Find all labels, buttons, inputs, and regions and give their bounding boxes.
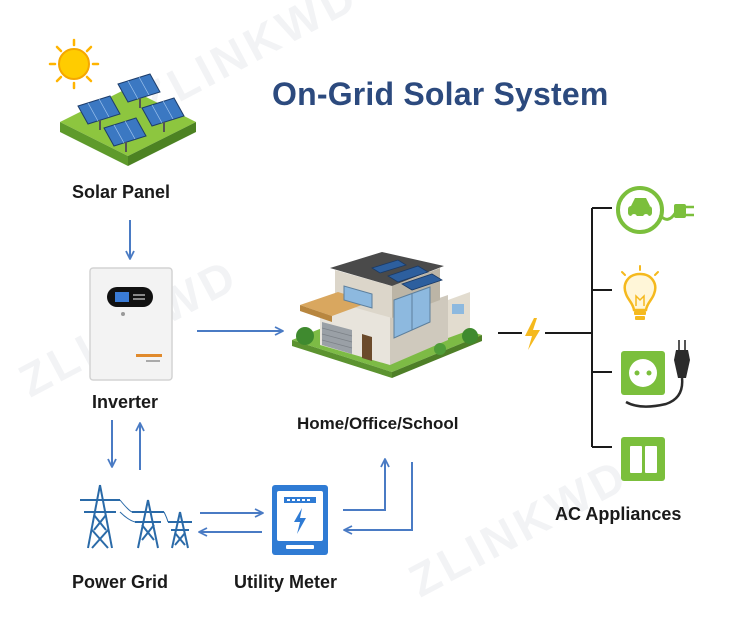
arrow-home-to-meter (343, 462, 413, 535)
utility-meter-label: Utility Meter (234, 572, 338, 592)
switch-icon (621, 437, 665, 481)
solar-panel-icon (60, 73, 196, 166)
ev-charger-icon (616, 186, 694, 234)
power-grid-towers-icon (80, 484, 192, 549)
inverter-label: Inverter (92, 392, 159, 412)
home-label: Home/Office/School (297, 414, 459, 433)
flow-arrows (107, 220, 413, 537)
inverter-icon (89, 267, 173, 381)
light-bulb-icon (621, 265, 659, 320)
appliance-connector (498, 207, 612, 448)
sun-icon (48, 38, 100, 90)
power-outlet-icon (621, 340, 690, 408)
page-title: On-Grid Solar System (272, 76, 609, 112)
arrow-meter-to-home (343, 458, 390, 511)
ac-appliances-label: AC Appliances (555, 504, 682, 524)
house-icon (292, 252, 482, 378)
power-grid-label: Power Grid (72, 572, 169, 592)
lightning-bolt-icon (525, 318, 540, 350)
utility-meter-icon (272, 485, 328, 555)
solar-panel-label: Solar Panel (72, 182, 171, 202)
